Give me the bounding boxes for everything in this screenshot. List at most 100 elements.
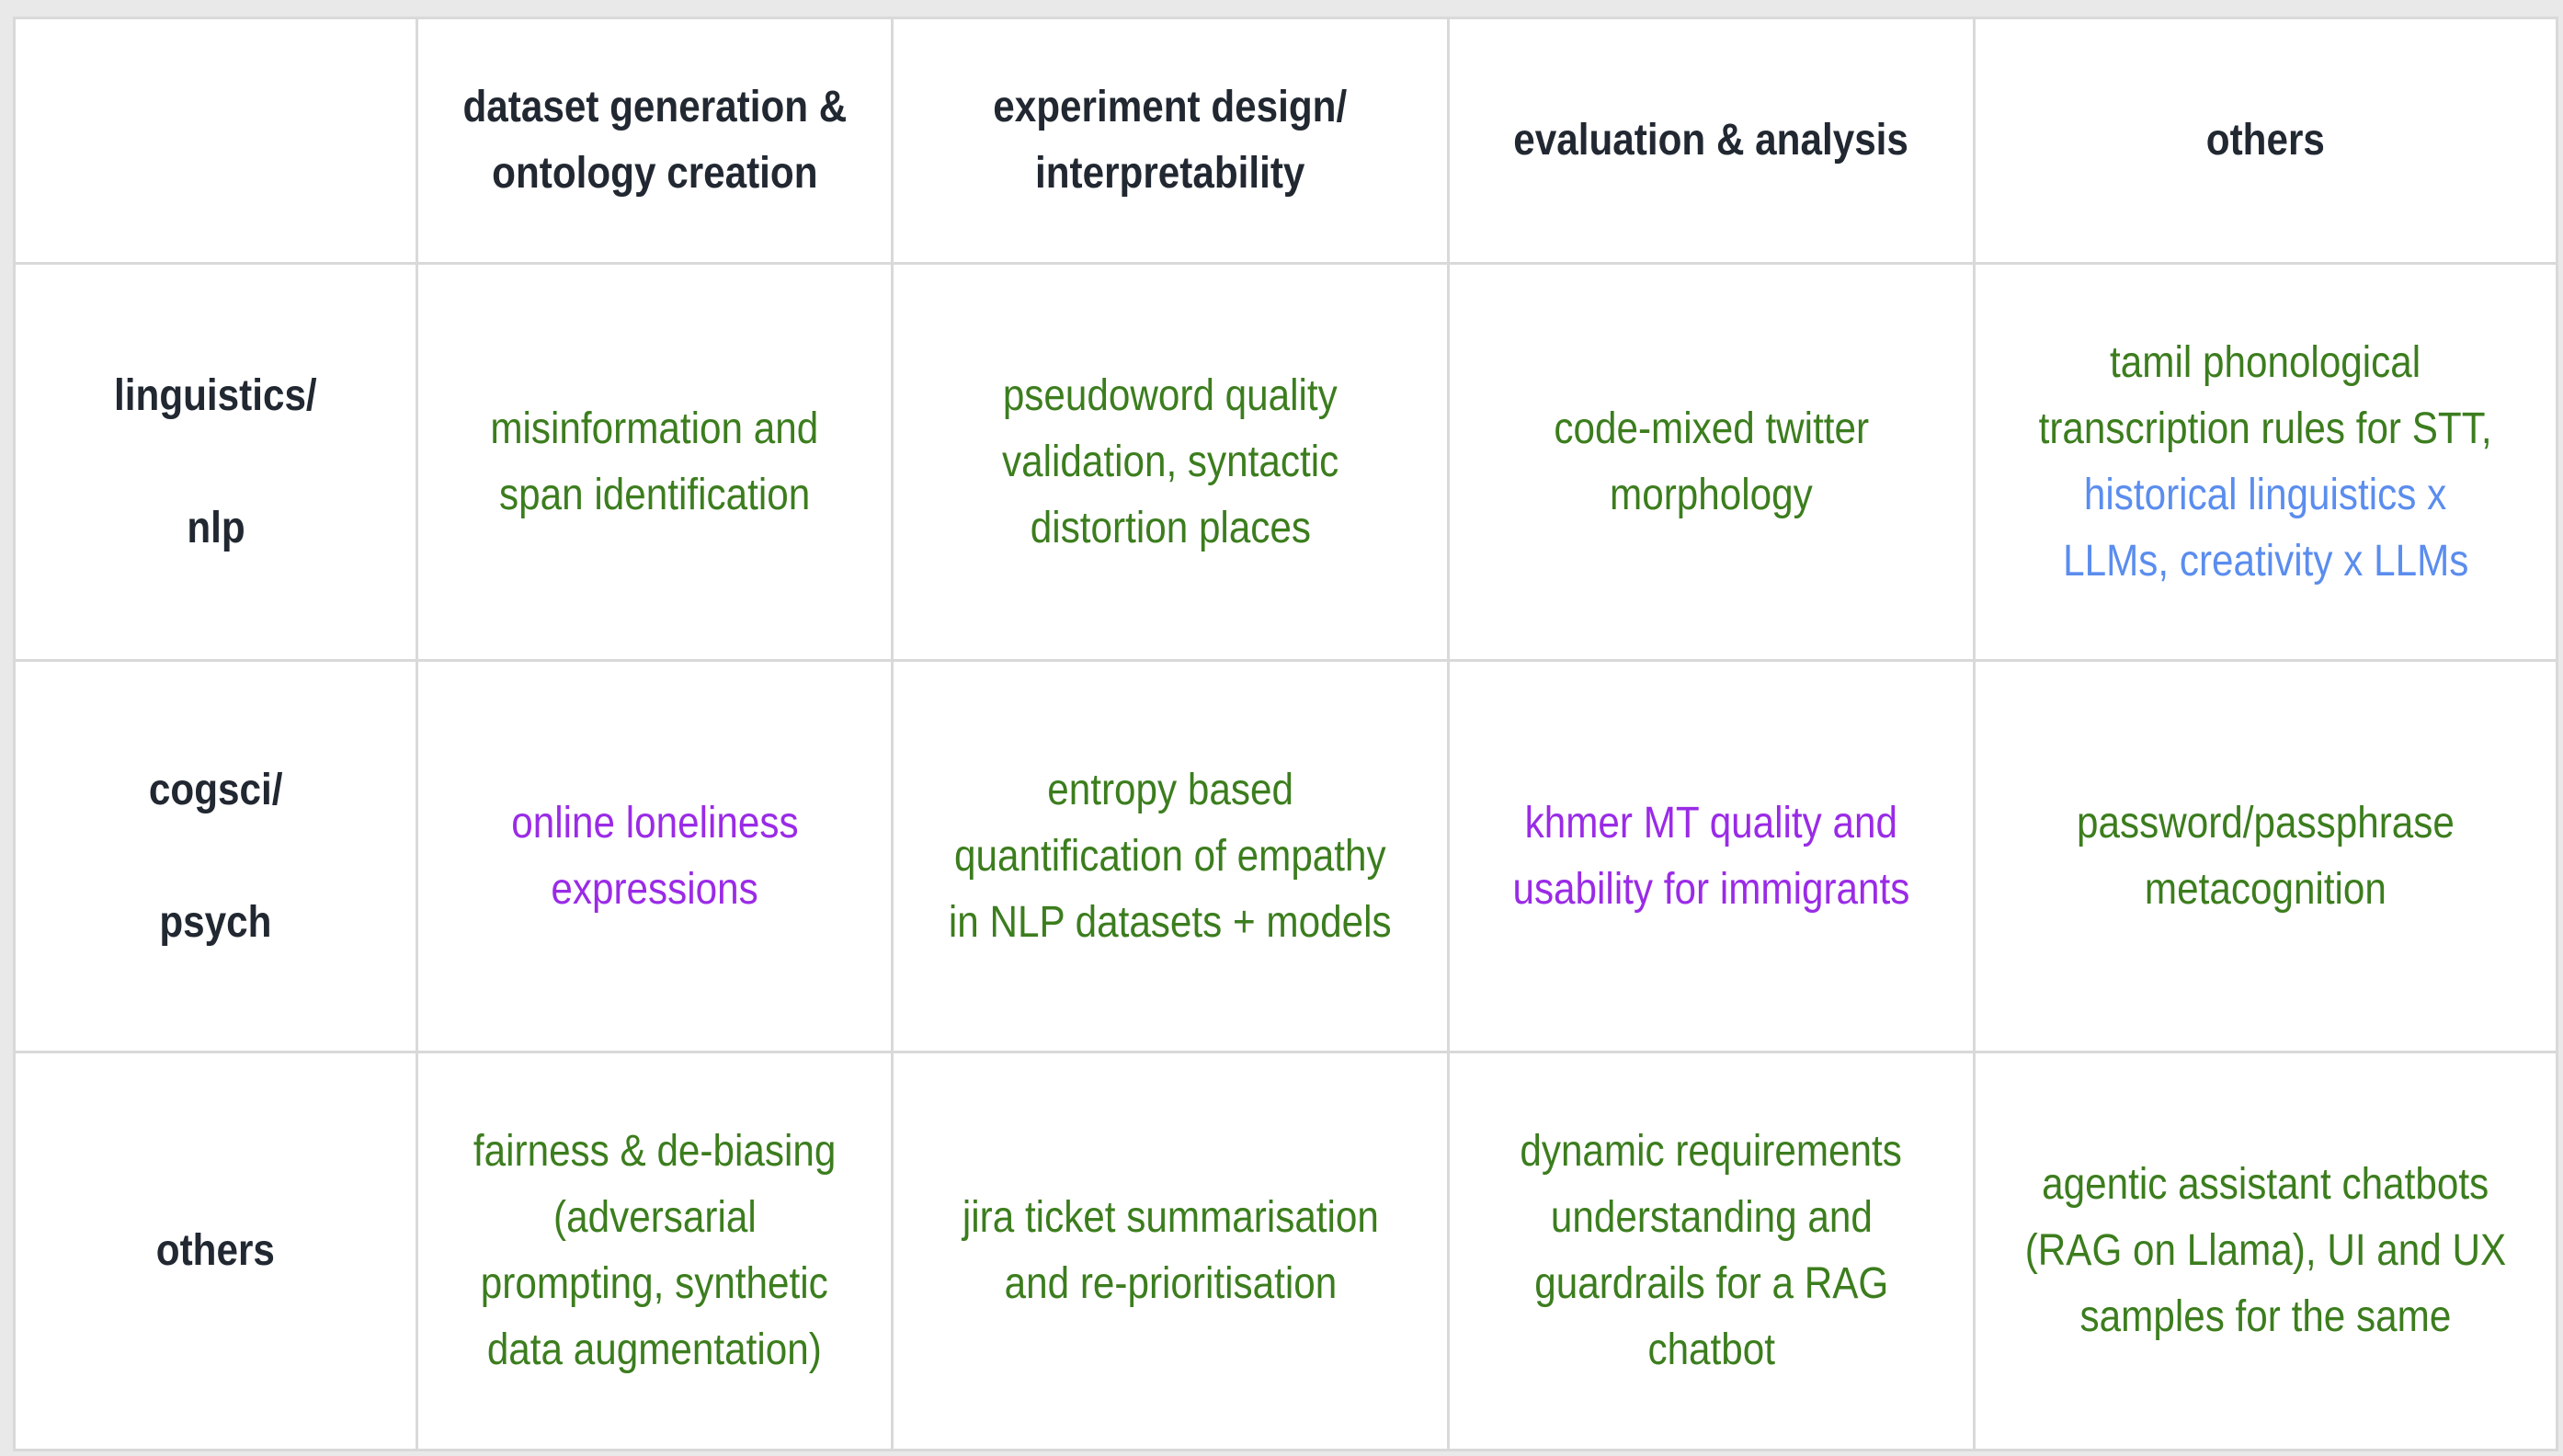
cell-text: samples for the same [2079, 1292, 2452, 1341]
column-header-dataset-generation-ontology-creation[interactable]: dataset generation & ontology creation [416, 17, 894, 265]
column-header-line: ontology creation [420, 141, 890, 207]
cell-text: pseudoword quality [1003, 370, 1338, 420]
column-header-others[interactable]: others [1973, 17, 2558, 265]
cell-text: distortion places [1030, 503, 1311, 552]
row-label-text: psych [159, 897, 272, 947]
header-row: dataset generation & ontology creation exp… [13, 17, 2558, 265]
cell-others-evaluation-analysis[interactable]: dynamic requirements understanding and gua… [1447, 1051, 1976, 1451]
cell-line: entropy based [1031, 757, 1310, 824]
cell-line: chatbot [1639, 1317, 1783, 1383]
cell-line: pseudoword quality [980, 363, 1361, 429]
cell-content: password/passphrase metacognition [1977, 791, 2555, 923]
cell-text: password/passphrase [2077, 798, 2455, 847]
row-label-stack: linguistics/nlp [17, 363, 415, 562]
column-header-text: evaluation & analysis [1513, 116, 1909, 165]
cell-text: data augmentation) [487, 1325, 822, 1374]
cell-linguistics-nlp-others[interactable]: tamil phonological transcription rules fo… [1973, 262, 2558, 662]
cell-cogsci-psych-others[interactable]: password/passphrase metacognition [1973, 659, 2558, 1053]
row-label-text: linguistics/ [114, 370, 317, 420]
cell-line: agentic assistant chatbots [2011, 1152, 2519, 1218]
column-header-line: dataset generation & [420, 74, 890, 141]
cell-text: transcription rules for STT, [2039, 404, 2492, 453]
cell-text: tamil phonological [2110, 337, 2421, 387]
row-label-stack: cogsci/psych [17, 757, 415, 956]
cell-line: prompting, synthetic [457, 1251, 852, 1317]
cell-line: LLMs, creativity x LLMs [2035, 529, 2496, 595]
row-label-line: cogsci/ [140, 757, 291, 824]
row-label-stack: others [17, 1218, 415, 1284]
row-label-others[interactable]: others [13, 1051, 418, 1451]
row-label-line: psych [152, 890, 279, 956]
cell-cogsci-psych-experiment-design-interpretability[interactable]: entropy based quantification of empathy in… [891, 659, 1450, 1053]
cell-others-others[interactable]: agentic assistant chatbots (RAG on Llama)… [1973, 1051, 2558, 1451]
cell-line: misinformation and [468, 396, 841, 462]
cell-content: misinformation and span identification [420, 396, 890, 529]
column-header-experiment-design-interpretability[interactable]: experiment design/interpretability [891, 17, 1450, 265]
row-label-text: nlp [186, 503, 245, 552]
cell-line: historical linguistics x [2059, 462, 2471, 529]
cell-line: understanding and [1529, 1185, 1895, 1251]
cell-text: historical linguistics x [2084, 470, 2447, 519]
cell-content: agentic assistant chatbots (RAG on Llama)… [1977, 1152, 2555, 1350]
cell-line: dynamic requirements [1494, 1119, 1928, 1185]
cell-content: tamil phonological transcription rules fo… [1977, 330, 2555, 595]
cell-line: online loneliness [492, 791, 818, 857]
row-label-text: cogsci/ [148, 765, 283, 814]
table-header: dataset generation & ontology creation exp… [13, 17, 2558, 265]
cell-text: expressions [551, 864, 758, 914]
cell-text: span identification [498, 470, 811, 519]
cell-text: jira ticket summarisation [962, 1193, 1379, 1242]
cell-line: in NLP datasets + models [918, 890, 1421, 956]
cell-line: metacognition [2128, 857, 2403, 923]
research-topics-table-wrap: dataset generation & ontology creation exp… [13, 17, 2558, 1451]
cell-line: guardrails for a RAG [1510, 1251, 1913, 1317]
cell-content: entropy based quantification of empathy in… [895, 757, 1446, 956]
cell-text: morphology [1610, 470, 1813, 519]
cell-text: (RAG on Llama), UI and UX [2024, 1226, 2507, 1275]
row-label-cogsci-psych[interactable]: cogsci/psych [13, 659, 418, 1053]
cell-text: understanding and [1550, 1193, 1873, 1242]
cell-line: (adversarial [540, 1185, 770, 1251]
cell-line: expressions [537, 857, 772, 923]
column-header-text: dataset generation & [462, 83, 847, 131]
column-header-evaluation-analysis[interactable]: evaluation & analysis [1447, 17, 1976, 265]
cell-text: fairness & de-biasing [473, 1127, 837, 1176]
cell-line: distortion places [1011, 495, 1330, 562]
cell-linguistics-nlp-dataset-generation-ontology-creation[interactable]: misinformation and span identification [416, 262, 894, 662]
column-header-text: ontology creation [491, 149, 818, 198]
table-body: linguistics/nlp misinformation and span id… [13, 262, 2558, 1451]
cell-text: quantification of empathy [954, 831, 1386, 881]
cell-line: fairness & de-biasing [449, 1119, 860, 1185]
cell-text: metacognition [2144, 864, 2386, 914]
cell-cogsci-psych-dataset-generation-ontology-creation[interactable]: online loneliness expressions [416, 659, 894, 1053]
cell-text: code-mixed twitter [1554, 404, 1869, 453]
column-header-line: experiment design/ [895, 74, 1446, 141]
cell-line: jira ticket summarisation [934, 1185, 1407, 1251]
cell-linguistics-nlp-evaluation-analysis[interactable]: code-mixed twitter morphology [1447, 262, 1976, 662]
cell-line: data augmentation) [464, 1317, 845, 1383]
cell-text: chatbot [1647, 1325, 1775, 1374]
cell-text: misinformation and [490, 404, 819, 453]
cell-content: online loneliness expressions [420, 791, 890, 923]
cell-line: tamil phonological [2089, 330, 2442, 396]
cell-text: guardrails for a RAG [1533, 1259, 1888, 1308]
cell-line: khmer MT quality and [1499, 791, 1923, 857]
column-header-text: experiment design/ [993, 83, 1348, 131]
table-row-linguistics-nlp: linguistics/nlp misinformation and span id… [13, 262, 2558, 662]
row-label-line: linguistics/ [100, 363, 331, 429]
cell-line: password/passphrase [2051, 791, 2480, 857]
cell-text: agentic assistant chatbots [2042, 1160, 2489, 1209]
row-label-linguistics-nlp[interactable]: linguistics/nlp [13, 262, 418, 662]
corner-cell[interactable] [13, 17, 418, 265]
cell-text: in NLP datasets + models [949, 897, 1392, 947]
research-topics-table: dataset generation & ontology creation exp… [13, 17, 2558, 1451]
cell-line: code-mixed twitter [1532, 396, 1890, 462]
cell-text: online loneliness [510, 798, 799, 847]
